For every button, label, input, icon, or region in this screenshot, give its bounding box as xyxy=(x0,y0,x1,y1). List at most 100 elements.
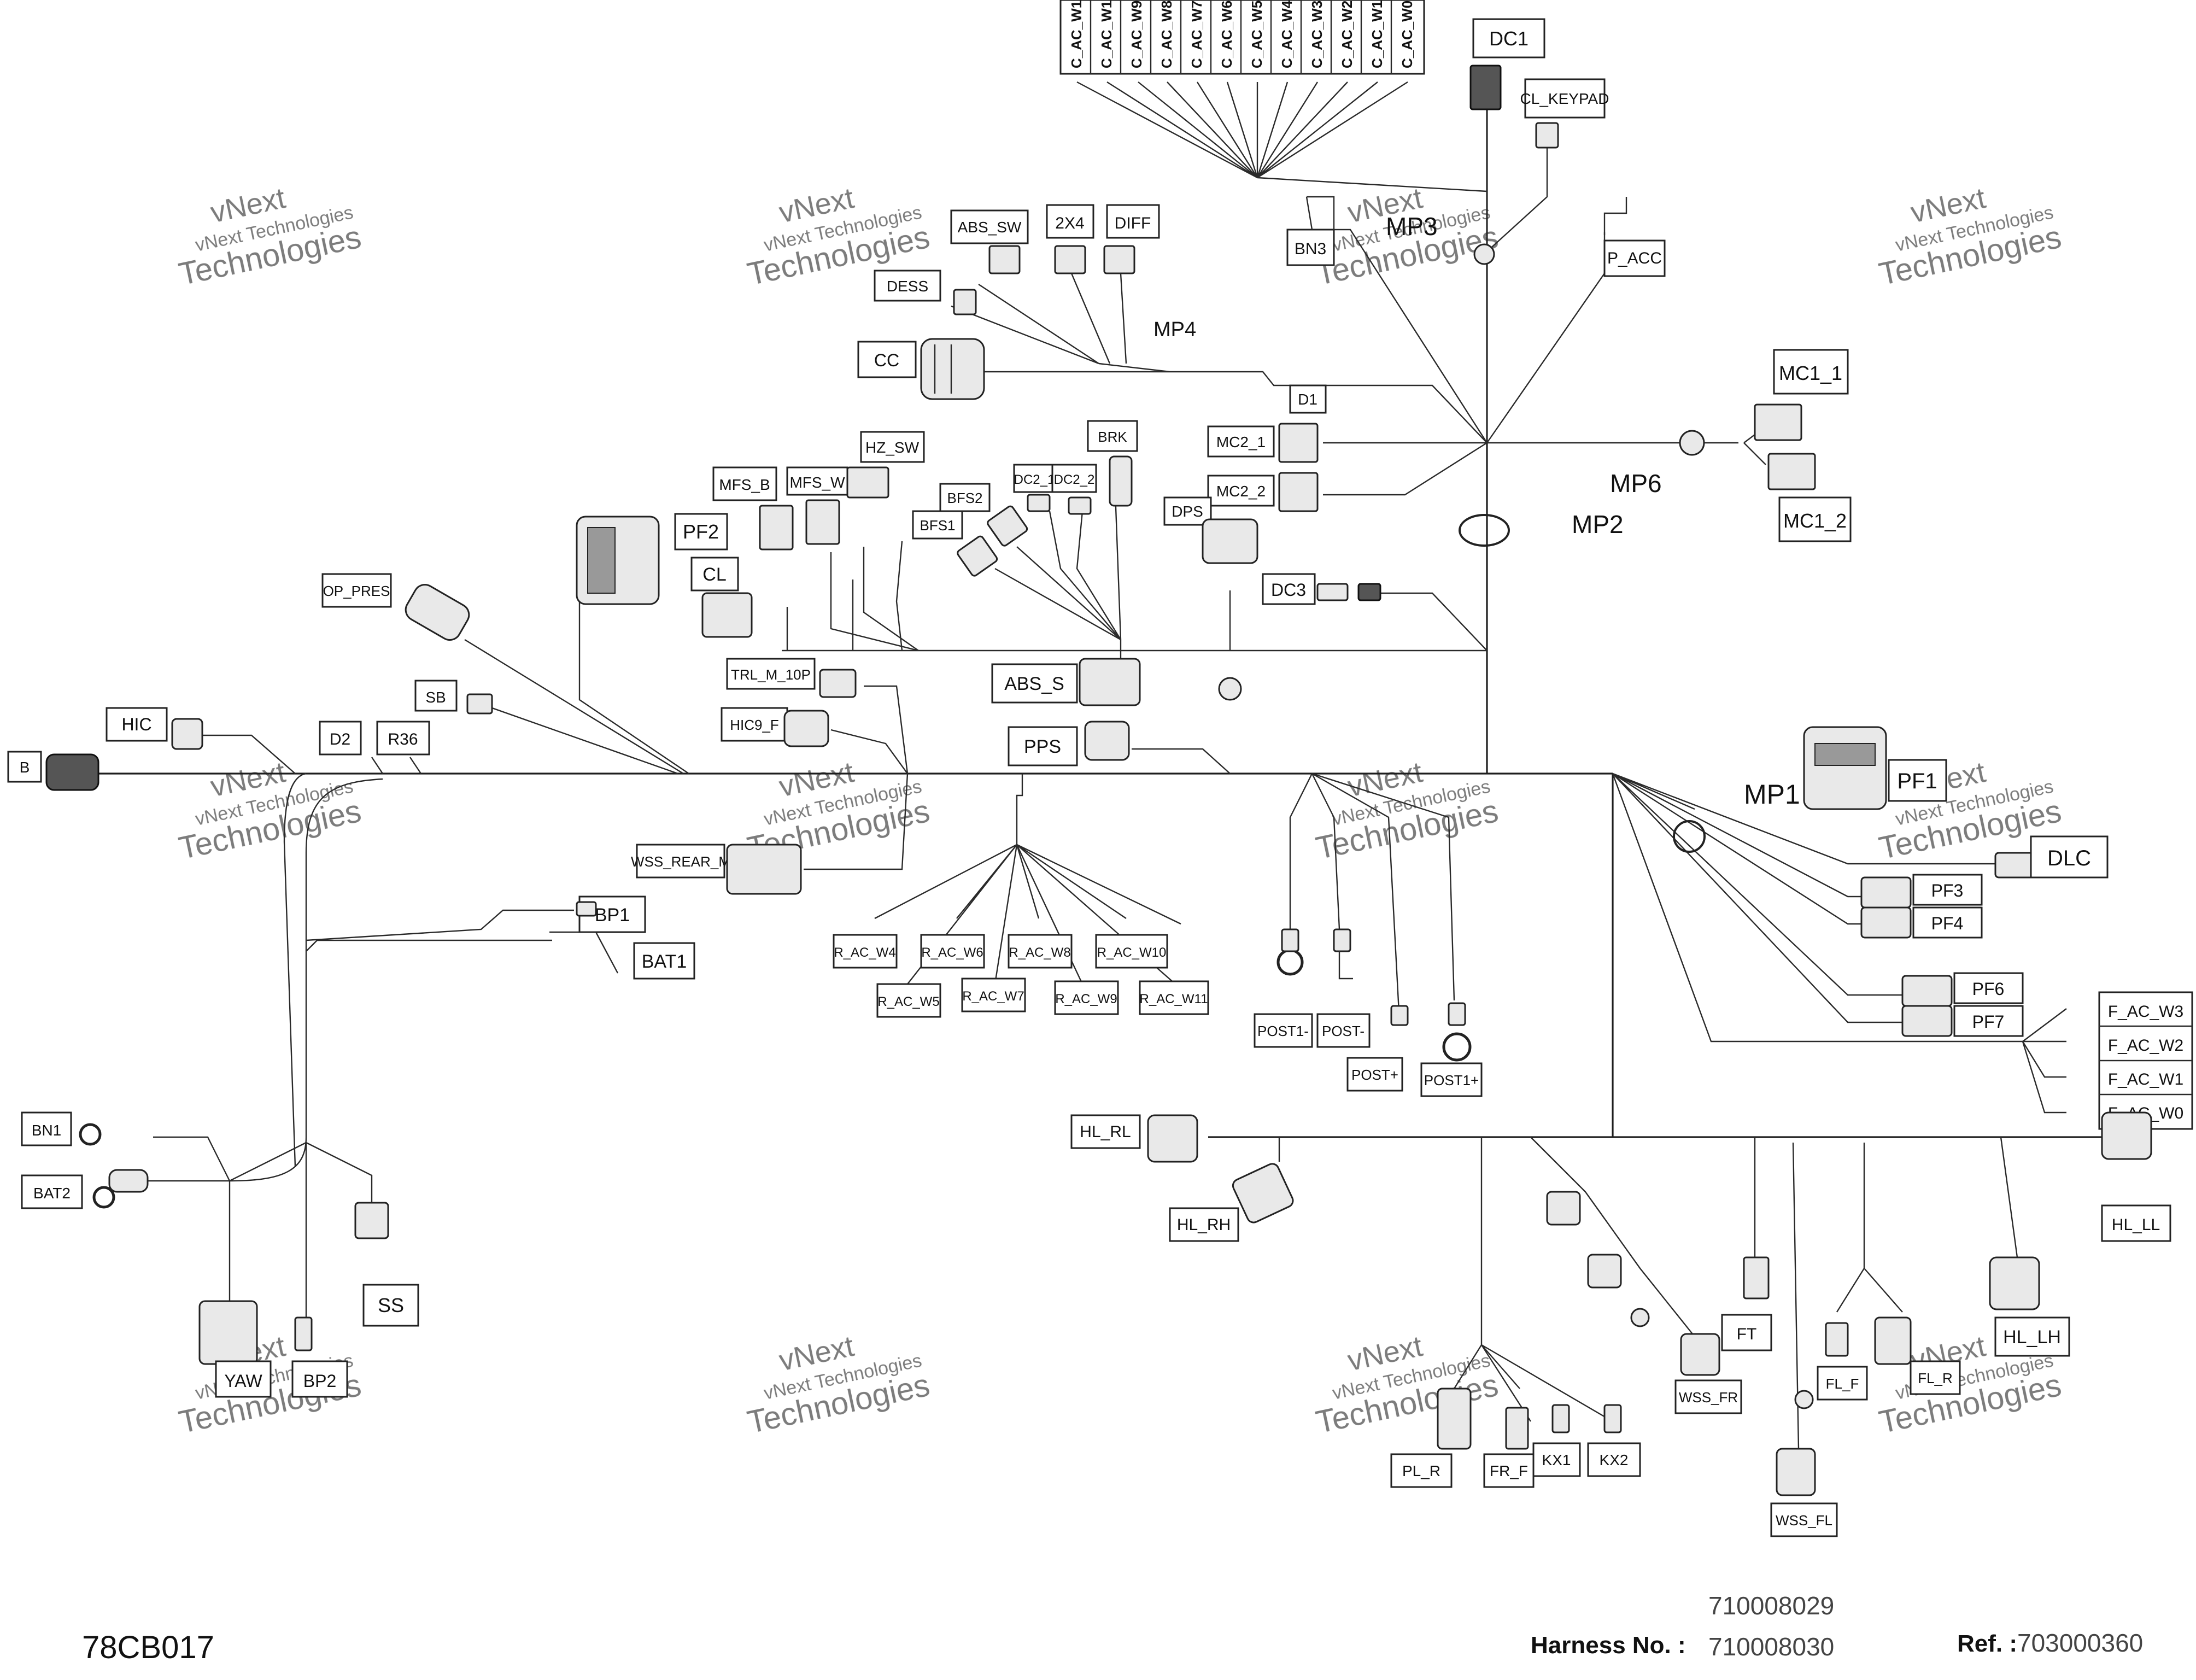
label-r-ac-w9: R_AC_W9 xyxy=(1055,992,1117,1006)
connector-brk: BRK xyxy=(1087,420,1138,507)
connector-cl-keypad: CL_KEYPAD xyxy=(1520,78,1609,149)
label-pf6: PF6 xyxy=(1972,979,2005,999)
ref-label: Ref. : xyxy=(1957,1630,2017,1657)
connector-dc2-1: DC2_1 xyxy=(1013,464,1056,512)
op-pres-wire xyxy=(464,639,684,775)
label-hic9-f: HIC9_F xyxy=(730,717,779,733)
label-pf3: PF3 xyxy=(1931,881,1964,900)
label-2x4: 2X4 xyxy=(1055,214,1084,232)
watermark: vNext vNext Technologies Technologies xyxy=(175,756,364,867)
label-c-ac-w11: C_AC_W11 xyxy=(1068,0,1085,68)
label-kx2: KX2 xyxy=(1600,1451,1629,1468)
ref-number: 703000360 xyxy=(2017,1629,2144,1657)
label-mc1-2: MC1_2 xyxy=(1783,510,1847,532)
connector-2x4: 2X4 xyxy=(1046,204,1094,274)
connector-bp1: BP1 xyxy=(576,895,646,933)
label-r-ac-w10: R_AC_W10 xyxy=(1097,945,1167,960)
cl-keypad-wire xyxy=(1486,145,1548,252)
label-hl-rl: HL_RL xyxy=(1080,1123,1131,1141)
d2-r36-wires xyxy=(371,757,421,774)
connector-bfs1: BFS1 xyxy=(912,510,998,577)
connector-mc1-1: MC1_1 xyxy=(1754,349,1849,441)
connector-dlc: DLC xyxy=(1994,835,2109,879)
connector-fl-r: FL_R xyxy=(1874,1316,1961,1395)
f-ac-w-label-group: F_AC_W3 F_AC_W2 F_AC_W1 F_AC_W0 xyxy=(2098,991,2193,1130)
label-dlc: DLC xyxy=(2047,846,2091,870)
label-post-plus: POST+ xyxy=(1351,1067,1398,1083)
connector-d1: D1 xyxy=(1289,384,1327,414)
connector-pf2: PF2 xyxy=(576,513,728,605)
wire-layer xyxy=(60,77,2122,1487)
label-c-ac-w2: C_AC_W2 xyxy=(1339,1,1355,68)
label-mp3: MP3 xyxy=(1386,212,1438,241)
harness-number-1: 710008029 xyxy=(1708,1591,1835,1620)
connector-wss-fr: WSS_FR xyxy=(1546,1191,1742,1414)
label-pf1: PF1 xyxy=(1897,769,1937,793)
label-c-ac-w8: C_AC_W8 xyxy=(1158,1,1175,68)
connector-post1-plus: POST1+ xyxy=(1420,1002,1483,1097)
label-r-ac-w11: R_AC_W11 xyxy=(1140,992,1208,1006)
label-f-ac-w2: F_AC_W2 xyxy=(2108,1037,2183,1055)
connector-pf4: PF4 xyxy=(1860,906,1983,939)
label-bn3: BN3 xyxy=(1295,240,1326,258)
mp1-grommet xyxy=(1673,820,1706,853)
label-pf4: PF4 xyxy=(1931,914,1964,933)
label-d1: D1 xyxy=(1298,391,1317,408)
f-ac-wires xyxy=(2022,1008,2067,1114)
connector-post-minus: POST- xyxy=(1316,928,1371,1048)
label-mfs-b: MFS_B xyxy=(719,476,770,493)
connector-post-plus: POST+ xyxy=(1346,1005,1409,1092)
connector-abs-sw: ABS_SW xyxy=(950,209,1029,274)
label-ft: FT xyxy=(1737,1325,1757,1343)
label-c-ac-w0: C_AC_W0 xyxy=(1399,1,1415,68)
label-ss: SS xyxy=(378,1294,404,1316)
label-hz-sw: HZ_SW xyxy=(865,439,920,456)
connector-pl-r: PL_R xyxy=(1390,1388,1472,1488)
label-wss-fl: WSS_FL xyxy=(1776,1512,1832,1529)
label-hl-ll: HL_LL xyxy=(2112,1216,2160,1234)
label-yaw: YAW xyxy=(224,1371,262,1391)
connector-post1-minus: POST1- xyxy=(1254,928,1313,1048)
connector-kx2: KX2 xyxy=(1587,1404,1641,1477)
connector-bat2: BAT2 xyxy=(21,1169,149,1209)
label-c-ac-w1: C_AC_W1 xyxy=(1369,1,1385,68)
label-bp2: BP2 xyxy=(303,1371,336,1391)
label-mp4: MP4 xyxy=(1153,318,1196,341)
label-wss-fr: WSS_FR xyxy=(1679,1389,1738,1406)
hic-wire xyxy=(202,734,296,774)
connector-hic: HIC xyxy=(106,707,203,750)
connector-bat1: BAT1 xyxy=(549,931,695,980)
label-r-ac-w5: R_AC_W5 xyxy=(877,994,939,1009)
connector-ft: FT xyxy=(1721,1256,1772,1351)
r-ac-fan-wires xyxy=(874,774,1181,985)
rear-drop-wire xyxy=(283,772,307,1168)
label-pf7: PF7 xyxy=(1972,1012,2005,1032)
trl-wire xyxy=(864,685,909,774)
label-b: B xyxy=(20,759,30,776)
label-post-minus: POST- xyxy=(1322,1023,1365,1039)
label-post1-minus: POST1- xyxy=(1257,1023,1309,1039)
label-bat2: BAT2 xyxy=(33,1185,71,1202)
watermark: vNext vNext Technologies Technologies xyxy=(1313,756,1501,867)
label-abs-s: ABS_S xyxy=(1004,674,1064,694)
connector-mc2-2: MC2_2 xyxy=(1207,472,1319,512)
connector-bn3: BN3 xyxy=(1286,196,1335,266)
connector-abs-s: ABS_S xyxy=(991,658,1242,706)
label-p-acc: P_ACC xyxy=(1607,249,1662,267)
label-abs-sw: ABS_SW xyxy=(958,219,1022,236)
label-dc2-2: DC2_2 xyxy=(1054,472,1095,487)
right-fan-wires xyxy=(1612,772,2028,1043)
label-dps: DPS xyxy=(1172,503,1203,520)
connector-bn1: BN1 xyxy=(21,1111,102,1146)
label-fr-f: FR_F xyxy=(1490,1462,1528,1479)
label-mfs-w: MFS_W xyxy=(789,474,845,491)
pps-wire xyxy=(1132,748,1231,774)
label-bfs1: BFS1 xyxy=(920,517,955,534)
label-mp6: MP6 xyxy=(1610,469,1662,497)
connector-pps: PPS xyxy=(1008,721,1130,766)
watermark: vNext vNext Technologies Technologies xyxy=(1876,182,2064,292)
wss-rear-wire xyxy=(804,773,909,870)
label-r36: R36 xyxy=(388,730,418,748)
label-c-ac-w4: C_AC_W4 xyxy=(1279,0,1295,68)
rear-sensors-wires xyxy=(229,1142,373,1318)
